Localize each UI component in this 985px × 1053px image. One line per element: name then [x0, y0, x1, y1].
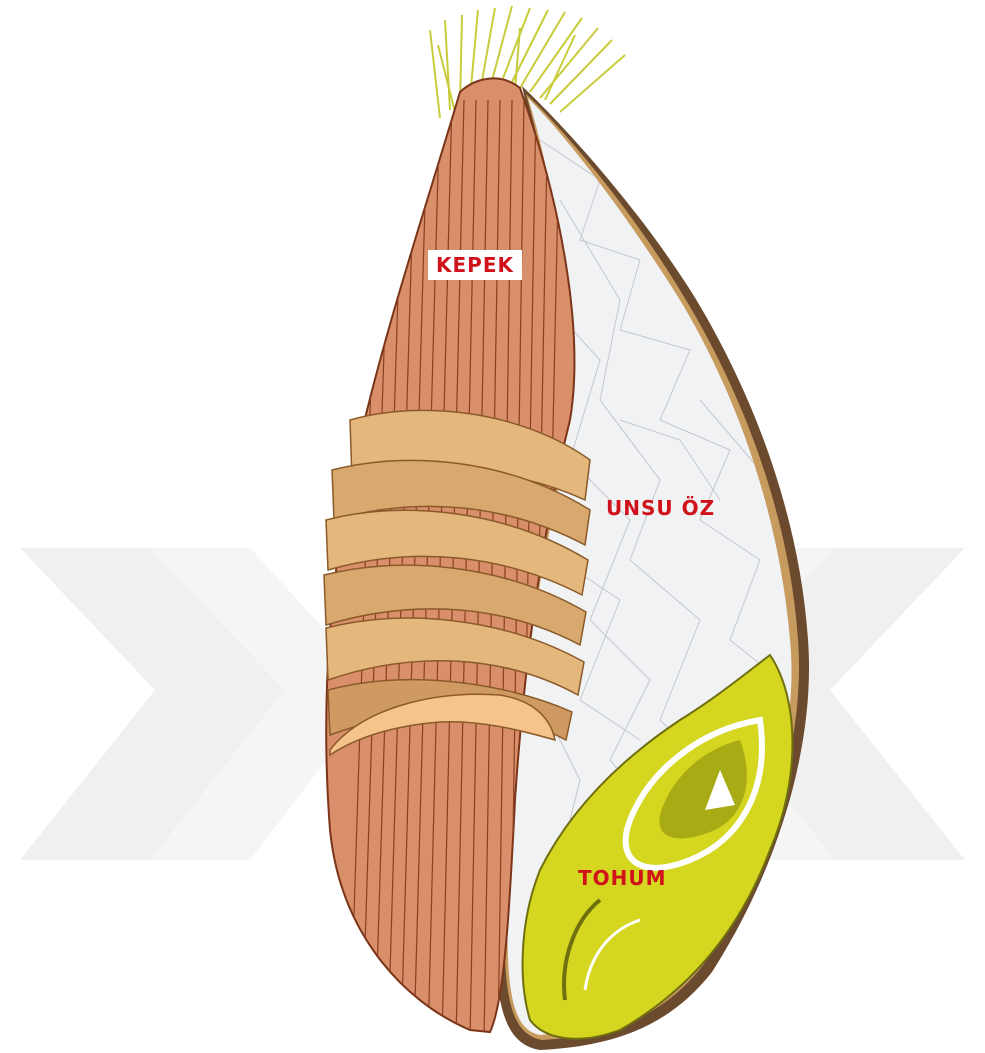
label-bran: KEPEK — [428, 250, 522, 280]
label-germ: TOHUM — [578, 868, 667, 888]
label-endosperm: UNSU ÖZ — [606, 498, 715, 518]
